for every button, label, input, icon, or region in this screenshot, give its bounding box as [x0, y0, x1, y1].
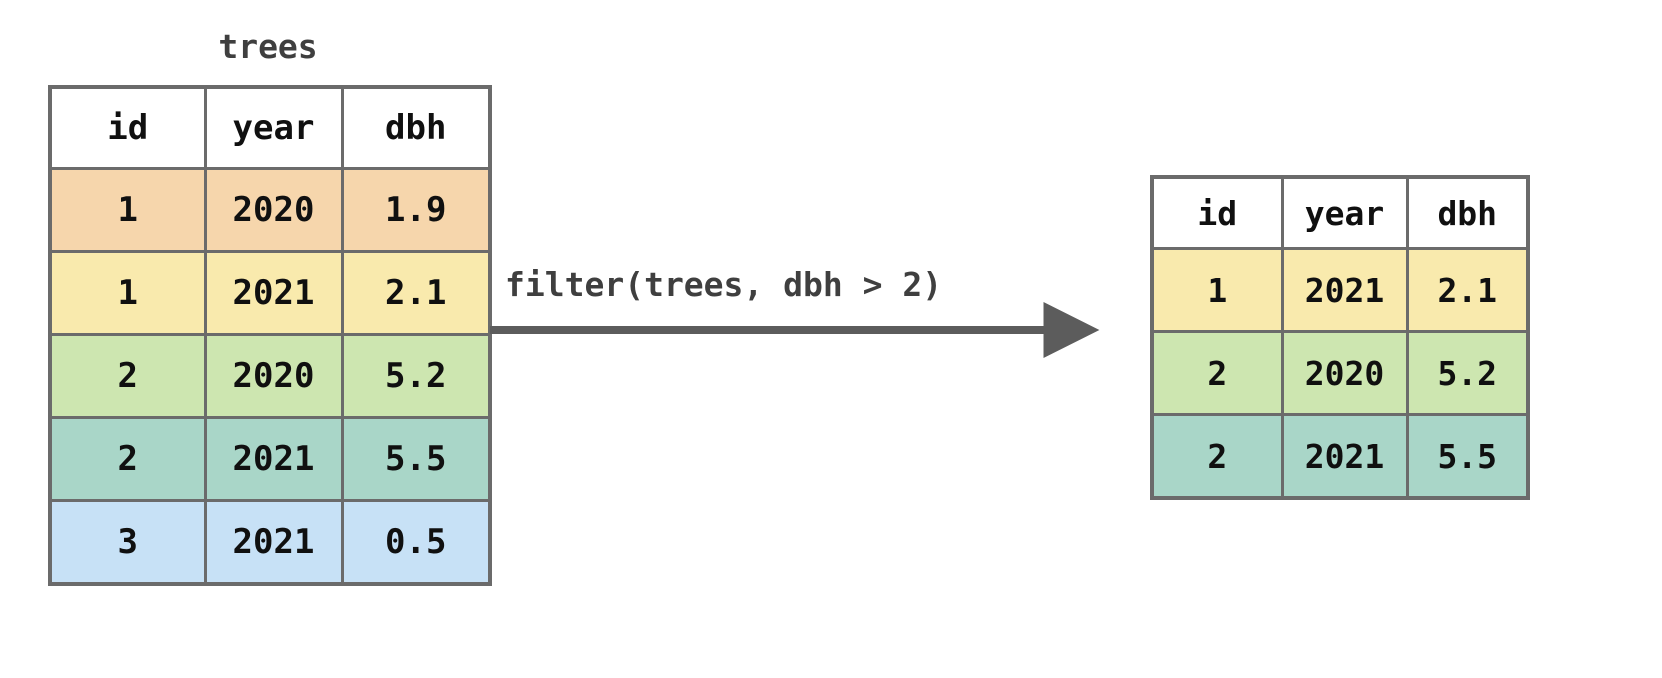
cell-id: 3	[48, 499, 207, 586]
table-header-row: id year dbh	[1150, 175, 1530, 250]
cell-dbh: 5.2	[340, 333, 492, 419]
cell-id: 2	[48, 333, 207, 419]
cell-year: 2021	[1280, 413, 1409, 500]
cell-id: 2	[1150, 413, 1284, 500]
cell-id: 2	[1150, 330, 1284, 416]
cell-dbh: 0.5	[340, 499, 492, 586]
cell-dbh: 2.1	[340, 250, 492, 336]
cell-year: 2021	[203, 250, 344, 336]
cell-dbh: 2.1	[1405, 247, 1530, 333]
cell-year: 2021	[203, 416, 344, 502]
cell-dbh: 5.5	[340, 416, 492, 502]
cell-year: 2020	[1280, 330, 1409, 416]
cell-year: 2020	[203, 333, 344, 419]
column-header-year: year	[1280, 175, 1409, 250]
cell-year: 2020	[203, 167, 344, 253]
table-header-row: id year dbh	[48, 85, 492, 170]
cell-id: 2	[48, 416, 207, 502]
cell-id: 1	[48, 250, 207, 336]
cell-dbh: 5.5	[1405, 413, 1530, 500]
cell-year: 2021	[1280, 247, 1409, 333]
cell-dbh: 5.2	[1405, 330, 1530, 416]
cell-dbh: 1.9	[340, 167, 492, 253]
cell-year: 2021	[203, 499, 344, 586]
column-header-dbh: dbh	[340, 85, 492, 170]
column-header-id: id	[1150, 175, 1284, 250]
column-header-dbh: dbh	[1405, 175, 1530, 250]
cell-id: 1	[48, 167, 207, 253]
cell-id: 1	[1150, 247, 1284, 333]
column-header-id: id	[48, 85, 207, 170]
operation-label: filter(trees, dbh > 2)	[505, 265, 943, 304]
column-header-year: year	[203, 85, 344, 170]
source-table-title: trees	[218, 27, 318, 66]
